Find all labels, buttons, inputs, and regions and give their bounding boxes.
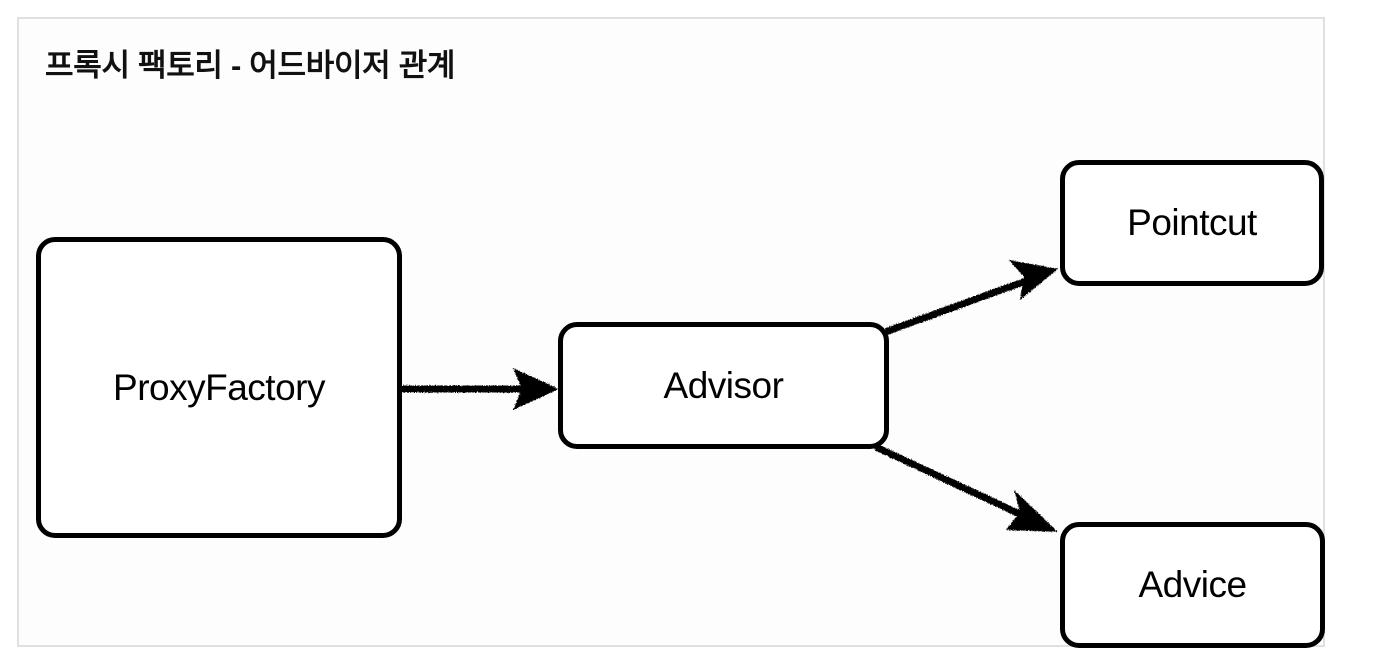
node-advisor-label: Advisor bbox=[663, 364, 784, 406]
page-title: 프록시 팩토리 - 어드바이저 관계 bbox=[45, 48, 456, 83]
node-pointcut[interactable]: Pointcut bbox=[1060, 160, 1324, 286]
node-advice[interactable]: Advice bbox=[1060, 522, 1325, 648]
node-proxyfactory-label: ProxyFactory bbox=[113, 366, 325, 408]
node-advisor[interactable]: Advisor bbox=[558, 322, 889, 449]
node-proxyfactory[interactable]: ProxyFactory bbox=[36, 237, 402, 538]
node-advice-label: Advice bbox=[1138, 564, 1247, 605]
node-pointcut-label: Pointcut bbox=[1127, 202, 1257, 243]
